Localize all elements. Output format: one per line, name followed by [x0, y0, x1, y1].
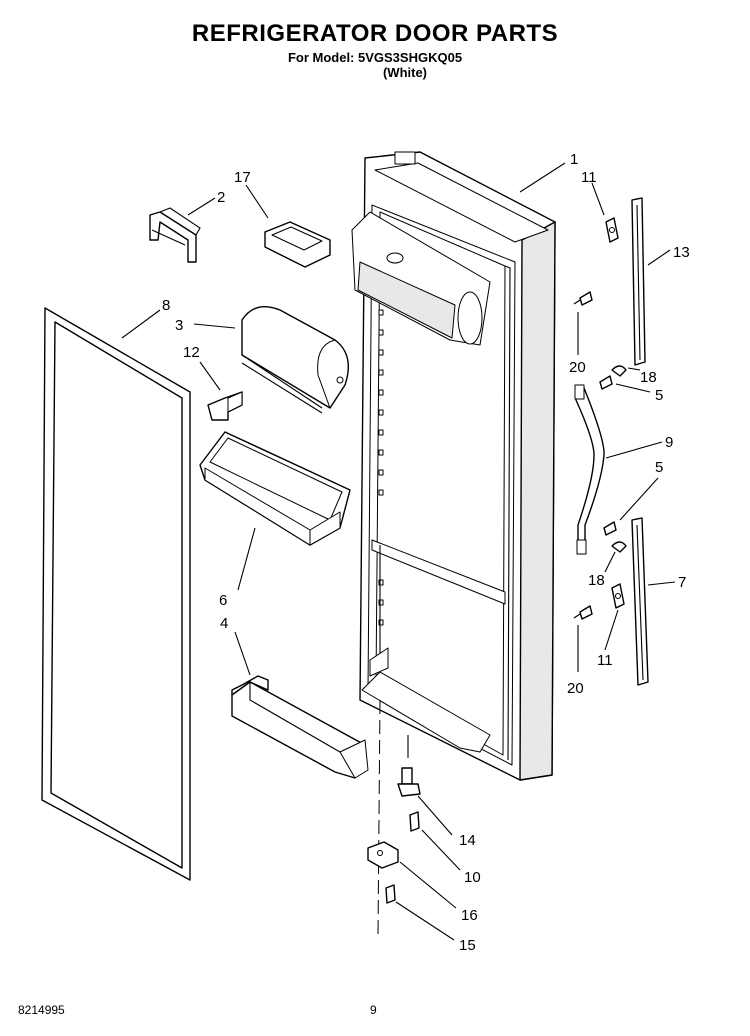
door-liner-part: [351, 151, 556, 781]
callout-7: 7: [678, 574, 686, 591]
washer-part-18-upper: [611, 365, 627, 377]
model-number: For Model: 5VGS3SHGKQ05: [287, 50, 463, 65]
callout-11-upper: 11: [581, 169, 597, 186]
callout-15: 15: [459, 937, 476, 954]
page-title: REFRIGERATOR DOOR PARTS: [191, 20, 559, 47]
callout-3: 3: [175, 317, 183, 334]
bracket-part-2: [149, 207, 201, 263]
screw-part-20-upper: [573, 291, 593, 306]
callout-5-lower: 5: [655, 459, 663, 476]
callout-20-lower: 20: [567, 680, 584, 697]
handle-part-9: [574, 384, 605, 555]
bottom-bin-part-4: [231, 675, 369, 779]
callout-10: 10: [464, 869, 481, 886]
callout-5-upper: 5: [655, 387, 663, 404]
callout-2: 2: [217, 189, 225, 206]
callout-18-upper: 18: [640, 369, 657, 386]
screw-part-5-upper: [599, 375, 613, 390]
callout-9: 9: [665, 434, 673, 451]
callout-16: 16: [461, 907, 478, 924]
trim-strip-part-7: [631, 517, 649, 686]
screw-part-15: [385, 884, 396, 904]
callout-1: 1: [570, 151, 578, 168]
hinge-bracket-part-16: [367, 841, 399, 869]
washer-part-18-lower: [611, 541, 627, 553]
hinge-clip-part-11-lower: [611, 583, 625, 609]
callout-4: 4: [220, 615, 228, 632]
hinge-clip-part-11-upper: [605, 217, 619, 243]
trim-strip-part-13: [631, 197, 646, 366]
callout-17: 17: [234, 169, 251, 186]
door-gasket-part: [41, 307, 191, 881]
callout-13: 13: [673, 244, 690, 261]
cover-part-17: [264, 221, 331, 268]
callout-18-lower: 18: [588, 572, 605, 589]
callout-6: 6: [219, 592, 227, 609]
callout-11-lower: 11: [597, 652, 613, 669]
dairy-door-part-3: [241, 306, 349, 414]
hinge-pin-part-14: [397, 767, 421, 797]
callout-20-upper: 20: [569, 359, 586, 376]
callout-8: 8: [162, 297, 170, 314]
screw-part-20-lower: [573, 605, 593, 620]
clip-part-12: [207, 391, 243, 421]
door-bin-part-6: [199, 431, 351, 546]
screw-part-5-lower: [603, 521, 617, 536]
document-number: 8214995: [18, 1003, 65, 1017]
callout-14: 14: [459, 832, 476, 849]
page-number: 9: [370, 1003, 377, 1017]
model-color: (White): [382, 65, 428, 80]
shelf-rail-dots: [378, 309, 384, 626]
callout-12: 12: [183, 344, 200, 361]
screw-part-10: [409, 811, 420, 832]
